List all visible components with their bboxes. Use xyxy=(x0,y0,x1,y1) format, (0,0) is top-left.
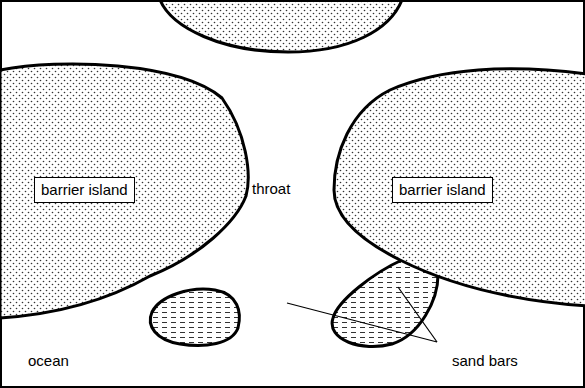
island-label: barrier island xyxy=(34,177,135,203)
barrier-island-shape xyxy=(160,0,402,52)
island-label: barrier island xyxy=(392,177,493,203)
barrier-island: barrier island xyxy=(0,58,252,326)
map-label: throat xyxy=(252,180,290,198)
map-label: sand bars xyxy=(452,352,518,370)
island-shape xyxy=(334,69,585,306)
island-shape xyxy=(0,64,248,318)
map-label: ocean xyxy=(28,352,69,370)
barrier-island: barrier island xyxy=(330,64,585,310)
sand-bar xyxy=(150,289,239,345)
leader-line xyxy=(287,303,437,342)
leader-line xyxy=(398,287,437,342)
